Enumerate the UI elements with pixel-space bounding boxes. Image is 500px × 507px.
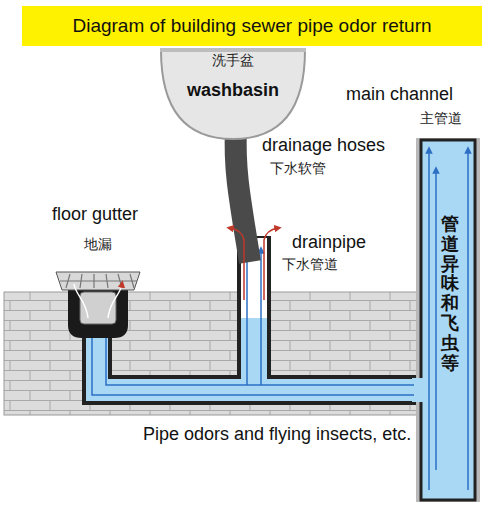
part-label: drainpipe: [292, 232, 366, 253]
drainage-hose: [236, 130, 250, 262]
title-text: Diagram of building sewer pipe odor retu…: [72, 15, 431, 37]
pipe-joint: [412, 378, 426, 402]
odor-flow-lines: [92, 150, 468, 490]
part-label: Pipe odors and flying insects, etc.: [140, 424, 414, 445]
main-pipe-shell: [416, 138, 480, 502]
part-label: 下水软管: [270, 160, 326, 176]
part-label: drainage hoses: [262, 135, 385, 156]
node-text: washbasin: [160, 80, 306, 101]
node-heading: 管道异味和飞虫等: [441, 214, 459, 372]
node-heading: 洗手盆: [160, 52, 306, 70]
main-pipe-inner: [421, 140, 475, 500]
odor-arrows: [230, 228, 278, 300]
washbasin-bowl: 洗手盆 washbasin: [160, 48, 306, 140]
main-pipe-text-region: 管道异味和飞虫等: [438, 214, 462, 384]
part-label: 下水管道: [282, 256, 338, 272]
basin-rim: [160, 48, 306, 52]
part-label: floor gutter: [52, 204, 138, 225]
title-banner: Diagram of building sewer pipe odor retu…: [22, 6, 482, 46]
part-label: 地漏: [84, 236, 112, 252]
floor-drain: [56, 272, 140, 338]
basin-shape: [161, 50, 305, 139]
part-label: 主管道: [420, 110, 462, 126]
part-label: main channel: [346, 84, 453, 105]
